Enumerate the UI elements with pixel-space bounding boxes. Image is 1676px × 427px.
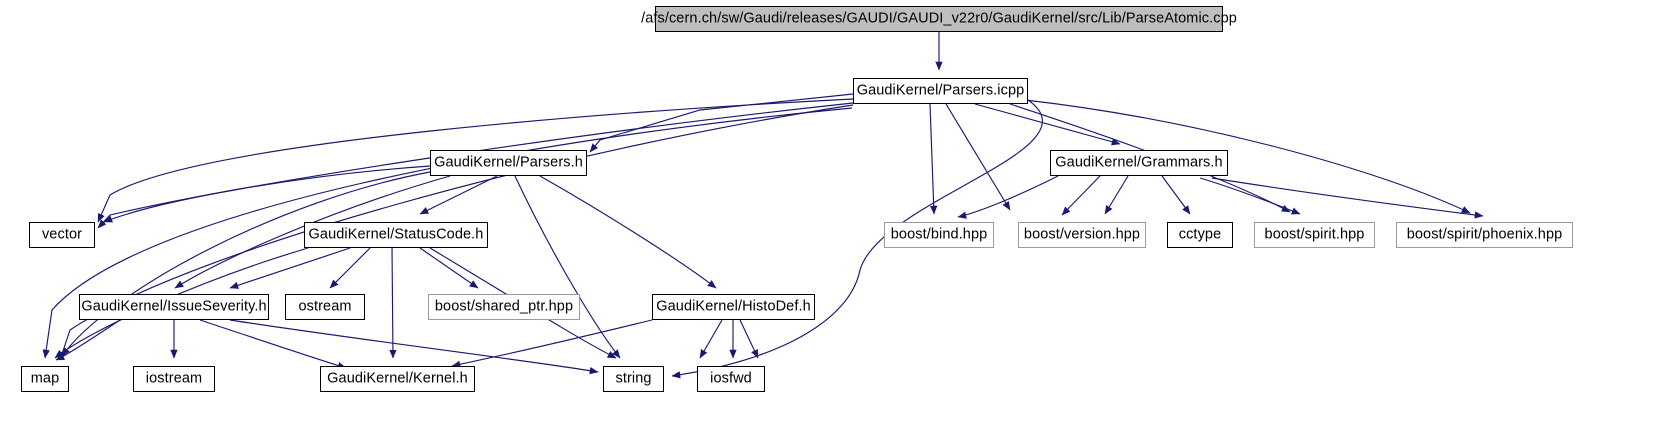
graph-edge: [589, 93, 854, 153]
graph-node-label: map: [30, 370, 60, 387]
graph-edge: [329, 247, 371, 289]
graph-edge: [1024, 99, 1471, 214]
graph-node-label: GaudiKernel/Grammars.h: [1055, 154, 1223, 171]
graph-node[interactable]: vector: [29, 222, 95, 248]
graph-edge: [55, 319, 121, 361]
graph-node-label: GaudiKernel/HistoDef.h: [656, 298, 811, 315]
graph-node[interactable]: GaudiKernel/Parsers.icpp: [853, 78, 1028, 104]
graph-edge: [974, 103, 1121, 146]
graph-edge: [957, 175, 1059, 219]
graph-edge: [945, 103, 1011, 211]
graph-edge: [514, 175, 621, 359]
graph-node-label: iostream: [145, 370, 203, 387]
graph-node[interactable]: GaudiKernel/Grammars.h: [1050, 150, 1228, 176]
graph-node-label: GaudiKernel/Parsers.h: [434, 154, 583, 171]
graph-node[interactable]: GaudiKernel/Parsers.h: [430, 150, 587, 176]
graph-node-label: ostream: [298, 298, 352, 315]
graph-edge: [389, 247, 397, 359]
graph-node[interactable]: ostream: [285, 294, 365, 320]
graph-node-label: boost/shared_ptr.hpp: [434, 298, 574, 315]
graph-node-label: boost/spirit.hpp: [1264, 226, 1365, 243]
graph-node[interactable]: GaudiKernel/HistoDef.h: [652, 294, 815, 320]
graph-edge: [229, 319, 599, 375]
graph-edge: [97, 102, 854, 229]
graph-node[interactable]: map: [21, 366, 69, 392]
graph-node[interactable]: cctype: [1167, 222, 1233, 248]
graph-node-label: /afs/cern.ch/sw/Gaudi/releases/GAUDI/GAU…: [641, 10, 1237, 27]
graph-edge: [199, 319, 347, 370]
graph-node[interactable]: string: [603, 366, 664, 392]
graph-node-label: boost/spirit/phoenix.hpp: [1406, 226, 1563, 243]
graph-edge: [739, 319, 759, 359]
graph-node[interactable]: boost/shared_ptr.hpp: [428, 294, 580, 320]
graph-node[interactable]: boost/spirit/phoenix.hpp: [1396, 222, 1573, 248]
graph-node-label: string: [615, 370, 652, 387]
graph-node-label: GaudiKernel/IssueSeverity.h: [81, 298, 267, 315]
graph-edge: [419, 247, 479, 289]
graph-edge: [1211, 177, 1484, 219]
graph-edge: [539, 175, 717, 289]
graph-edge: [699, 319, 723, 359]
graph-edge: [61, 171, 431, 357]
graph-node-label: boost/version.hpp: [1023, 226, 1141, 243]
graph-edge: [42, 107, 853, 359]
graph-edge: [1199, 177, 1301, 215]
graph-node-label: GaudiKernel/Parsers.icpp: [856, 82, 1025, 99]
graph-edge: [103, 165, 431, 223]
graph-node-label: iosfwd: [710, 370, 752, 387]
graph-edge: [451, 319, 653, 368]
graph-edge: [929, 103, 938, 215]
graph-edge: [1104, 175, 1129, 215]
graph-edge: [174, 175, 451, 289]
graph-node[interactable]: boost/version.hpp: [1018, 222, 1146, 248]
graph-node-label: GaudiKernel/StatusCode.h: [308, 226, 484, 243]
graph-node-label: GaudiKernel/Kernel.h: [327, 370, 468, 387]
graph-edge: [1161, 175, 1191, 215]
graph-node[interactable]: boost/spirit.hpp: [1254, 222, 1375, 248]
graph-node[interactable]: iostream: [133, 366, 215, 392]
graph-edge: [97, 98, 854, 223]
graph-node-root[interactable]: /afs/cern.ch/sw/Gaudi/releases/GAUDI/GAU…: [641, 6, 1237, 32]
graph-node[interactable]: GaudiKernel/IssueSeverity.h: [79, 294, 269, 320]
graph-node-label: boost/bind.hpp: [890, 226, 988, 243]
graph-node[interactable]: iosfwd: [697, 366, 765, 392]
graph-node-label: vector: [41, 226, 83, 243]
graph-edge: [419, 175, 498, 215]
graph-node[interactable]: GaudiKernel/StatusCode.h: [304, 222, 488, 248]
graph-edge: [671, 99, 1043, 379]
graph-edge: [1061, 175, 1101, 216]
graph-edge: [229, 247, 351, 289]
graph-node[interactable]: GaudiKernel/Kernel.h: [320, 366, 475, 392]
graph-node[interactable]: boost/bind.hpp: [884, 222, 994, 248]
graph-node-label: cctype: [1178, 226, 1222, 243]
